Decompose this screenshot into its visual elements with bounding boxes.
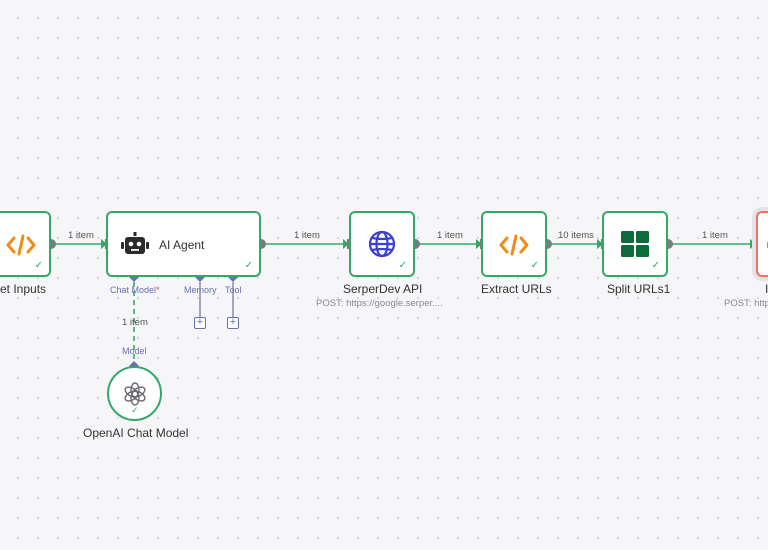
code-icon: [499, 234, 529, 256]
arrowhead: [101, 239, 107, 249]
model-connection-label: 1 item: [122, 317, 148, 328]
arrowhead: [343, 239, 349, 249]
connection-item-count: 1 item: [437, 230, 463, 241]
node-label: Extract URLs: [481, 282, 552, 296]
tool-slot-label: Tool: [225, 285, 242, 295]
model-slot-label: Model: [122, 346, 147, 356]
connection-item-count: 1 item: [702, 230, 728, 241]
required-marker: *: [156, 285, 160, 295]
node-partial-http[interactable]: [756, 211, 768, 277]
openai-icon: [123, 381, 146, 406]
node-serperdev-api[interactable]: ✓: [349, 211, 415, 277]
node-extract-urls[interactable]: ✓: [481, 211, 547, 277]
input-handle: [347, 239, 350, 249]
node-title: AI Agent: [159, 238, 205, 252]
success-check-icon: ✓: [131, 405, 139, 415]
node-label: et Inputs: [0, 282, 47, 296]
grid-icon: [621, 231, 649, 257]
node-openai-chat-model[interactable]: ✓: [107, 366, 162, 421]
node-split-urls[interactable]: ✓: [602, 211, 668, 277]
success-check-icon: ✓: [530, 260, 539, 271]
node-set-inputs[interactable]: ✓: [0, 211, 51, 277]
node-label: OpenAI Chat Model: [83, 426, 189, 440]
robot-icon: [121, 232, 149, 254]
arrowhead: [750, 239, 756, 249]
node-label: SerperDev API: [343, 282, 423, 296]
node-subtitle: POST: http: [724, 298, 768, 309]
connection-item-count: 1 item: [294, 230, 320, 241]
arrowhead: [597, 239, 603, 249]
success-check-icon: ✓: [398, 260, 407, 271]
memory-slot-label: Memory: [184, 285, 217, 295]
globe-icon: [368, 230, 396, 258]
chat-model-slot-label: Chat Model*: [110, 285, 160, 295]
success-check-icon: ✓: [244, 260, 253, 271]
success-check-icon: ✓: [651, 260, 660, 271]
node-subtitle: POST: https://google.serper....: [316, 298, 443, 309]
node-label: I: [765, 282, 768, 296]
add-tool-button[interactable]: +: [227, 317, 239, 329]
node-label: Split URLs1: [607, 282, 671, 296]
input-handle: [754, 239, 757, 249]
add-memory-button[interactable]: +: [194, 317, 206, 329]
node-ai-agent[interactable]: AI Agent ✓: [106, 211, 261, 277]
code-icon: [6, 234, 36, 256]
chat-model-label: Chat Model: [110, 285, 157, 295]
connection-item-count: 1 item: [68, 230, 94, 241]
connection-item-count: 10 items: [558, 230, 594, 241]
success-check-icon: ✓: [34, 260, 43, 271]
arrowhead: [476, 239, 482, 249]
